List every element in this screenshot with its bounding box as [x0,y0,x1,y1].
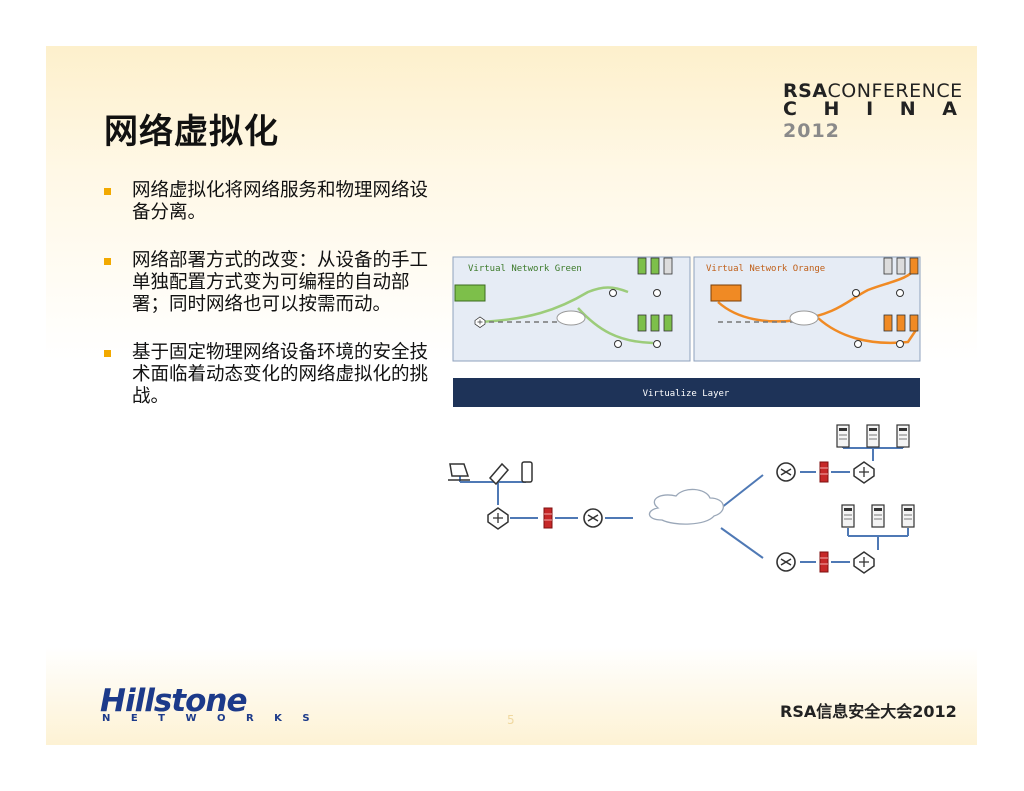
lower-firewall-icon [820,552,828,572]
network-virtualization-diagram: Virtual Network Green Virtual Network Or… [438,250,928,585]
upper-firewall-icon [820,462,828,482]
footer-conference-text: RSA信息安全大会2012 [780,698,957,722]
lower-switch-icon [854,552,874,573]
server-icon [842,505,854,527]
lower-router-icon [777,553,795,571]
server-icon [902,505,914,527]
server-icon [897,425,909,447]
virtualize-layer-label: Virtualize Layer [643,389,730,399]
bullet-item: 网络虚拟化将网络服务和物理网络设备分离。 [104,180,444,224]
green-endpoint-highlight [455,285,485,301]
hillstone-networks-text: N E T W O R K S [102,713,318,724]
rsa-logo-year: 2012 [783,120,840,142]
bullet-text: 网络虚拟化将网络服务和物理网络设备分离。 [132,180,428,223]
bullet-square-icon [104,350,111,357]
bullet-text: 网络部署方式的改变：从设备的手工单独配置方式变为可编程的自动部署；同时网络也可以… [132,250,428,315]
rsa-conference-logo: RSACONFERENCE C H I N A 2012 [783,80,1024,142]
rsa-logo-china: C H I N A [783,98,967,120]
orange-endpoint-highlight [711,285,741,301]
server-icon [837,425,849,447]
firewall-icon [544,508,552,528]
bullet-square-icon [104,188,111,195]
server-icon [872,505,884,527]
upper-router-icon [777,463,795,481]
virtual-network-green-panel: Virtual Network Green [453,257,690,361]
bullet-text: 基于固定物理网络设备环境的安全技术面临着动态变化的网络虚拟化的挑战。 [132,342,428,407]
bullet-square-icon [104,258,111,265]
hillstone-logo: Hillstone N E T W O R K S [100,683,318,724]
page-number: 5 [507,713,515,727]
edge-router-icon [584,509,602,527]
internet-cloud-icon [649,489,723,524]
green-network-label: Virtual Network Green [468,264,582,274]
virtual-network-orange-panel: Virtual Network Orange [694,257,920,361]
upper-switch-icon [854,462,874,483]
bullet-item: 基于固定物理网络设备环境的安全技术面临着动态变化的网络虚拟化的挑战。 [104,342,444,408]
bullet-item: 网络部署方式的改变：从设备的手工单独配置方式变为可编程的自动部署；同时网络也可以… [104,250,444,316]
bullet-list: 网络虚拟化将网络服务和物理网络设备分离。 网络部署方式的改变：从设备的手工单独配… [104,180,444,434]
orange-network-label: Virtual Network Orange [706,264,825,274]
access-switch-icon [488,508,508,529]
slide-title: 网络虚拟化 [104,104,279,153]
server-icon [867,425,879,447]
virtualize-layer-bar: Virtualize Layer [453,378,920,407]
mobile-phone-icon [522,462,532,482]
